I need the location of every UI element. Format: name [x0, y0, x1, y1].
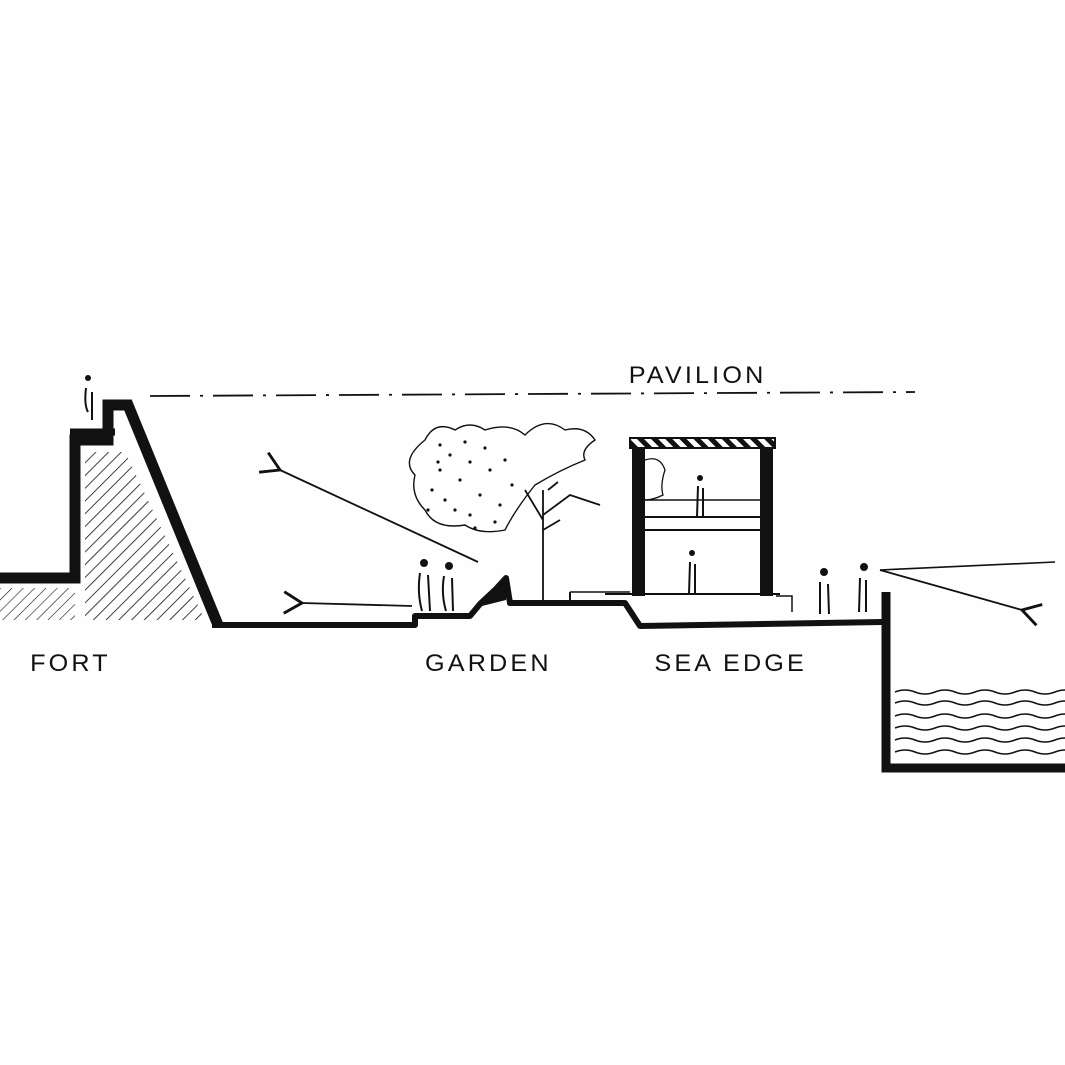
label-fort: FORT [30, 650, 111, 677]
view-arrow-sea [879, 569, 1043, 627]
tree [408, 422, 601, 600]
datum-line [149, 391, 916, 397]
view-arrow-fort [258, 451, 479, 563]
view-arrow-garden [283, 590, 413, 615]
fort [0, 375, 224, 628]
label-garden: GARDEN [424, 650, 552, 677]
label-pavilion: PAVILION [628, 362, 767, 389]
pavilion [569, 437, 793, 612]
sea-wall [881, 592, 1065, 773]
ground-line [212, 575, 883, 629]
people [417, 559, 868, 615]
label-sea-edge: SEA EDGE [654, 650, 808, 677]
